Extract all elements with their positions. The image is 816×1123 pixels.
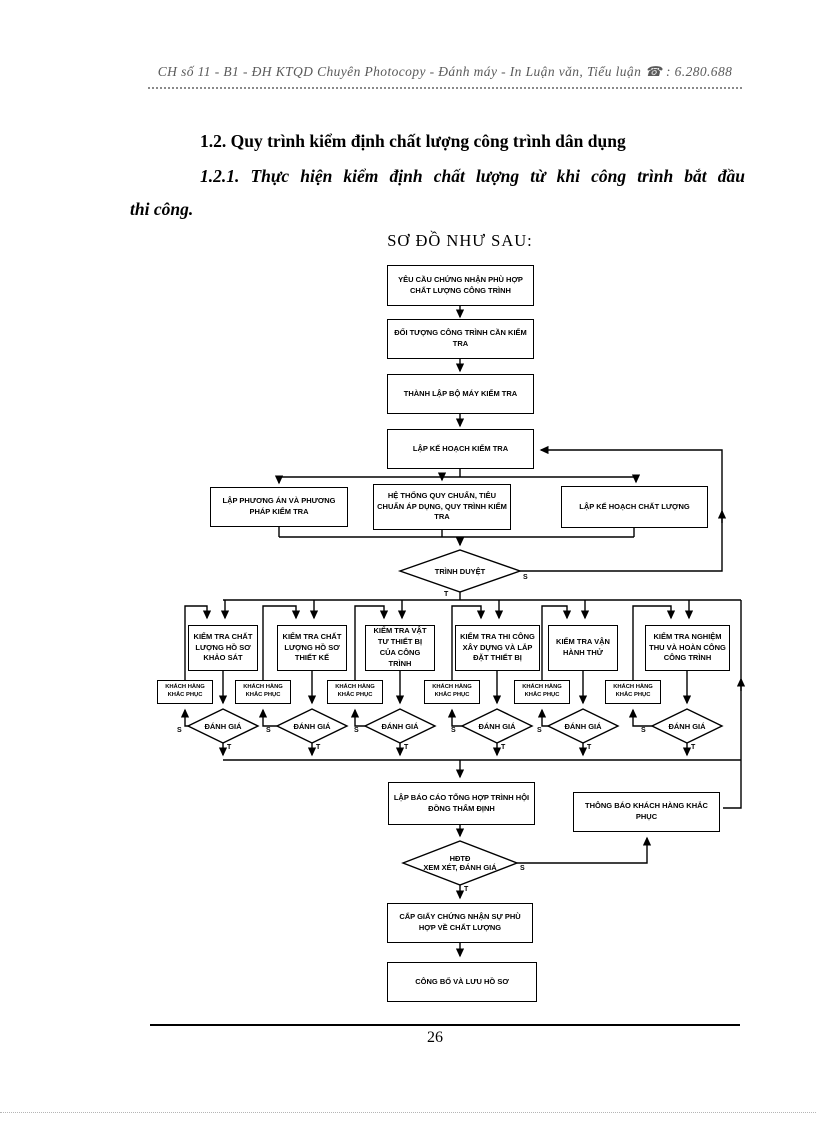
eval-no-label-5: S [537,727,542,734]
eval-diamond-shape-5 [546,708,620,744]
eval-diamond-label-1: ĐÁNH GIÁ [204,721,242,731]
eval-no-label-4: S [451,727,456,734]
flow-box-customer-fix-4: KHÁCH HÀNG KHẮC PHỤC [424,680,480,704]
eval-diamond-label-4: ĐÁNH GIÁ [478,721,516,731]
eval-diamond-shape-1 [186,708,260,744]
flow-box-customer-fix-1: KHÁCH HÀNG KHẮC PHỤC [157,680,213,704]
eval-no-label-2: S [266,727,271,734]
flow-box-design-docs-check: KIỂM TRA CHẤT LƯỢNG HỒ SƠ THIẾT KẾ [277,625,347,671]
eval-no-label-1: S [177,727,182,734]
council-yes-label: T [464,886,469,893]
eval-diamond-label-3: ĐÁNH GIÁ [381,721,419,731]
eval-diamond-shape-6 [650,708,724,744]
flow-box-acceptance-check: KIỂM TRA NGHIỆM THU VÀ HOÀN CÔNG CÔNG TR… [645,625,730,671]
eval-diamond-label-5: ĐÁNH GIÁ [564,721,602,731]
eval-yes-label-6: T [691,744,696,751]
subsection-heading-continued: thi công. [130,199,194,219]
eval-diamond-shape-4 [460,708,534,744]
flow-box-notify-customer: THÔNG BÁO KHÁCH HÀNG KHẮC PHỤC [573,792,720,832]
eval-yes-label-5: T [587,744,592,751]
flow-box-materials-check: KIỂM TRA VẬT TƯ THIẾT BỊ CỦA CÔNG TRÌNH [365,625,435,671]
flow-box-form-inspection-team: THÀNH LẬP BỘ MÁY KIỂM TRA [387,374,534,414]
bottom-dotted-line [0,1112,816,1113]
flow-box-customer-fix-2: KHÁCH HÀNG KHẮC PHỤC [235,680,291,704]
flow-box-issue-certificate: CẤP GIẤY CHỨNG NHẬN SỰ PHÙ HỢP VỀ CHẤT L… [387,903,533,943]
eval-yes-label-3: T [404,744,409,751]
flow-box-construction-check: KIỂM TRA THI CÔNG XÂY DỰNG VÀ LẮP ĐẶT TH… [455,625,540,671]
flow-box-customer-fix-6: KHÁCH HÀNG KHẮC PHỤC [605,680,661,704]
flow-box-customer-fix-5: KHÁCH HÀNG KHẮC PHỤC [514,680,570,704]
flow-box-trial-run-check: KIỂM TRA VẬN HÀNH THỬ [548,625,618,671]
page-number: 26 [427,1029,443,1046]
eval-diamond-shape-3 [363,708,437,744]
eval-diamond-shape-2 [275,708,349,744]
eval-yes-label-2: T [316,744,321,751]
approve-yes-label: T [444,591,449,598]
page-header: CH số 11 - B1 - ĐH KTQD Chuyên Photocopy… [148,64,742,89]
council-diamond-line1: HĐTĐ [449,854,471,863]
flow-box-publish-archive: CÔNG BỐ VÀ LƯU HỒ SƠ [387,962,537,1002]
flow-box-method-plan: LẬP PHƯƠNG ÁN VÀ PHƯƠNG PHÁP KIỂM TRA [210,487,348,527]
approve-diamond-label: TRÌNH DUYỆT [434,567,486,576]
section-heading: 1.2. Quy trình kiểm định chất lượng công… [200,131,626,151]
council-diamond-label: HĐTĐ XEM XÉT, ĐÁNH GIÁ [405,848,515,878]
council-diamond-line2: XEM XÉT, ĐÁNH GIÁ [423,863,497,872]
footer-divider [150,1024,740,1026]
flow-box-inspection-target: ĐỐI TƯỢNG CÔNG TRÌNH CẦN KIỂM TRA [387,319,534,359]
eval-no-label-3: S [354,727,359,734]
flow-box-survey-docs-check: KIỂM TRA CHẤT LƯỢNG HỒ SƠ KHẢO SÁT [188,625,258,671]
eval-yes-label-4: T [501,744,506,751]
eval-diamond-label-6: ĐÁNH GIÁ [668,721,706,731]
council-no-label: S [520,865,525,872]
flow-box-summary-report: LẬP BÁO CÁO TỔNG HỢP TRÌNH HỘI ĐỒNG THẨM… [388,782,535,825]
diagram-caption: SƠ ĐỒ NHƯ SAU: [387,231,533,250]
flow-box-request-certification: YÊU CẦU CHỨNG NHẬN PHÙ HỢP CHẤT LƯỢNG CÔ… [387,265,534,306]
flow-box-customer-fix-3: KHÁCH HÀNG KHẮC PHỤC [327,680,383,704]
eval-no-label-6: S [641,727,646,734]
eval-yes-label-1: T [227,744,232,751]
flow-box-standards-system: HỆ THỐNG QUY CHUẨN, TIÊU CHUẨN ÁP DỤNG, … [373,484,511,530]
flow-box-quality-plan: LẬP KẾ HOẠCH CHẤT LƯỢNG [561,486,708,528]
flow-box-inspection-plan: LẬP KẾ HOẠCH KIỂM TRA [387,429,534,469]
subsection-heading: 1.2.1. Thực hiện kiểm định chất lượng từ… [200,166,745,186]
approve-no-label: S [523,574,528,581]
eval-diamond-label-2: ĐÁNH GIÁ [293,721,331,731]
